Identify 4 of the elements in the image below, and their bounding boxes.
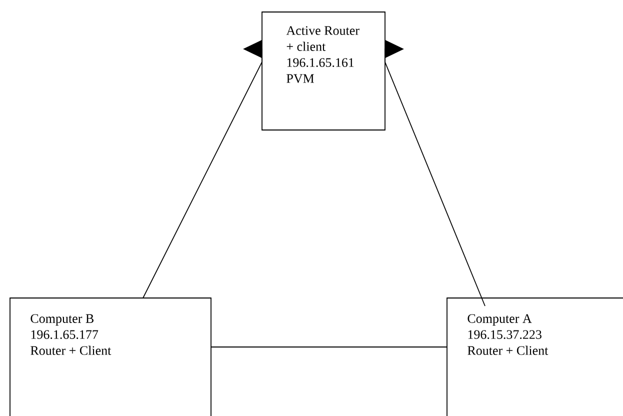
computer-box: Active Router + client 196.1.65.161 PVM (262, 12, 386, 130)
connector-arrow (384, 40, 486, 306)
computer-box: Computer B 196.1.65.177 Router + Client (10, 298, 212, 416)
computer-box: Computer A 196.15.37.223 Router + Client (446, 298, 623, 416)
